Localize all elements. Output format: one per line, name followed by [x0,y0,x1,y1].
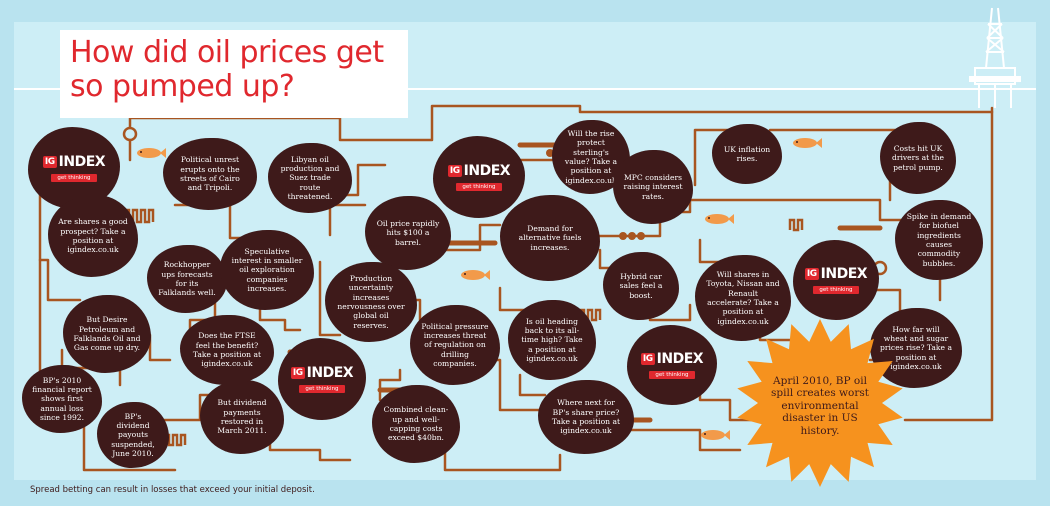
risk-disclaimer: Spread betting can result in losses that… [30,485,315,495]
step-ftse-benefit: Does the FTSE feel the benefit? Take a p… [180,315,274,385]
fish-icon [705,214,734,224]
ig-word: INDEX [820,266,868,282]
step-speculative-interest: Speculative interest in smaller oil expl… [220,230,314,310]
ig-word: INDEX [306,365,354,381]
step-political-pressure: Political pressure increases threat of r… [410,305,500,385]
ig-tagline: get thinking [299,385,345,393]
step-biofuel-spike: Spike in demand for biofuel ingredients … [895,200,983,280]
ig-tagline: get thinking [51,174,97,182]
oil-spill-headline: April 2010, BP oil spill creates worst e… [771,374,869,437]
fish-icon [793,138,822,148]
step-rockhopper: Rockhopper ups forecasts for its Falklan… [147,245,227,313]
title-panel [60,30,408,118]
ig-tagline: get thinking [456,183,502,191]
page-title: How did oil prices get so pumped up? [70,35,384,104]
oil-rig-icon [969,7,1021,108]
step-bp-share-price: Where next for BP's share price? Take a … [538,380,634,454]
fish-icon [461,270,490,280]
step-uk-inflation: UK inflation rises. [712,124,782,184]
step-demand-alt-fuels: Demand for alternative fuels increases. [500,195,600,281]
step-desire-falklands: But Desire Petroleum and Falklands Oil a… [63,295,151,373]
ig-tagline: get thinking [649,371,695,379]
ig-word: INDEX [58,154,106,170]
step-hybrid-car-sales: Hybrid car sales feel a boost. [603,252,679,320]
ig-badge: IG [640,353,655,365]
oil-spill-starburst [737,319,903,487]
ig-word: INDEX [656,351,704,367]
step-bp-report: BP's 2010 financial report shows first a… [22,365,102,433]
step-clean-up-costs: Combined clean-up and well-capping costs… [372,385,460,463]
water-surface-line [14,88,1036,90]
step-libyan-production: Libyan oil production and Suez trade rou… [268,143,352,213]
ig-badge: IG [290,367,305,379]
step-oil-all-time-high: Is oil heading back to its all-time high… [508,300,596,380]
ig-badge: IG [804,268,819,280]
step-toyota-nissan-renault: Will shares in Toyota, Nissan and Renaul… [695,255,791,341]
step-bp-dividend-suspended: BP's dividend payouts suspended, June 20… [97,402,169,468]
step-mpc-interest-rates: MPC considers raising interest rates. [613,150,693,224]
step-uk-drivers-petrol: Costs hit UK drivers at the petrol pump. [880,122,956,194]
step-production-uncertainty: Production uncertainty increases nervous… [325,262,417,342]
ig-badge: IG [42,156,57,168]
step-shares-prospect: Are shares a good prospect? Take a posit… [48,195,138,277]
step-dividend-restored: But dividend payments restored in March … [200,380,284,454]
fish-icon [701,430,730,440]
step-oil-100: Oil price rapidly hits $100 a barrel. [365,196,451,270]
ig-tagline: get thinking [813,286,859,294]
fish-icon [137,148,166,158]
ig-badge: IG [447,165,462,177]
step-wheat-sugar: How far will wheat and sugar prices rise… [870,308,962,388]
ig-word: INDEX [463,163,511,179]
step-political-unrest: Political unrest erupts onto the streets… [163,138,257,210]
